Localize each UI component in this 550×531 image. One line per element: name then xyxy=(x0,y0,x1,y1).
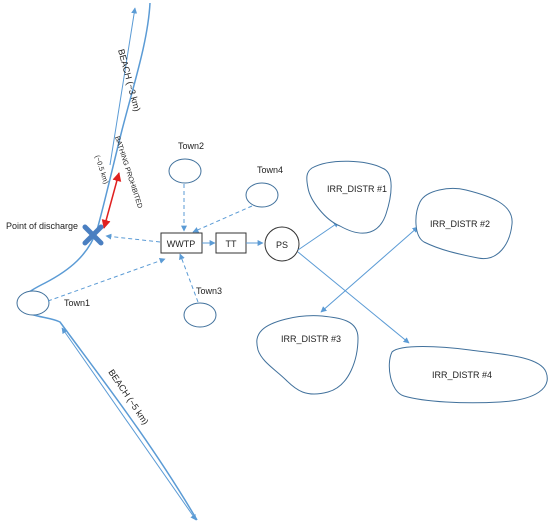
beach-south-arrow xyxy=(61,327,197,521)
dashed-flows xyxy=(47,184,253,303)
point-of-discharge-label: Point of discharge xyxy=(6,221,78,231)
town3-node xyxy=(183,302,217,328)
town3-label: Town3 xyxy=(196,286,222,296)
irr-district-3-label: IRR_DISTR #3 xyxy=(281,334,341,344)
irr-district-1-label: IRR_DISTR #1 xyxy=(327,184,387,194)
beach-north-arrow xyxy=(109,7,138,166)
irr-district-4-label: IRR_DISTR #4 xyxy=(432,370,492,380)
coastline xyxy=(18,2,198,521)
discharge-x-icon xyxy=(82,224,104,246)
irr-district-2-area xyxy=(415,188,513,260)
town4-node xyxy=(245,182,279,208)
irr-district-2-label: IRR_DISTR #2 xyxy=(430,219,490,229)
town1-node xyxy=(16,290,50,316)
bathing-prohibited-label: BATHING PROHIBITED xyxy=(113,135,143,209)
beach-south-label: BEACH (~5 km) xyxy=(106,368,150,427)
irr-district-3-area xyxy=(256,315,359,395)
town4-label: Town4 xyxy=(257,165,283,175)
town2-label: Town2 xyxy=(178,141,204,151)
ps-label: PS xyxy=(276,240,288,250)
wwtp-label: WWTP xyxy=(167,239,196,249)
distribution-lines xyxy=(297,221,419,344)
ps-node xyxy=(264,226,300,262)
tt-label: TT xyxy=(226,239,237,249)
irr-district-4-area xyxy=(388,346,548,404)
town2-node xyxy=(168,158,202,184)
town1-label: Town1 xyxy=(64,298,90,308)
irr-district-1-area xyxy=(306,160,392,234)
bathing-distance-label: (~0.5 km) xyxy=(93,154,109,184)
bathing-prohibited-arrow xyxy=(101,172,122,229)
